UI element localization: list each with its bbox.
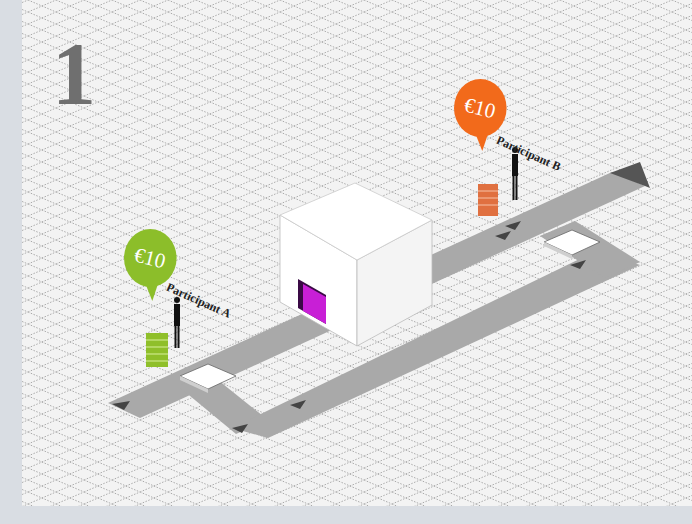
speech-bubble: €10 — [124, 229, 177, 287]
money-stack-green — [146, 333, 168, 367]
grid-ground — [22, 0, 692, 506]
path-end — [610, 162, 650, 188]
cube — [280, 183, 432, 346]
money-stack-orange — [478, 184, 498, 216]
person-a — [174, 297, 180, 348]
isometric-grid — [22, 0, 692, 506]
conveyor-paths — [108, 172, 645, 438]
step-number: 1 — [52, 30, 96, 118]
speech-bubble: €10 — [454, 79, 507, 137]
